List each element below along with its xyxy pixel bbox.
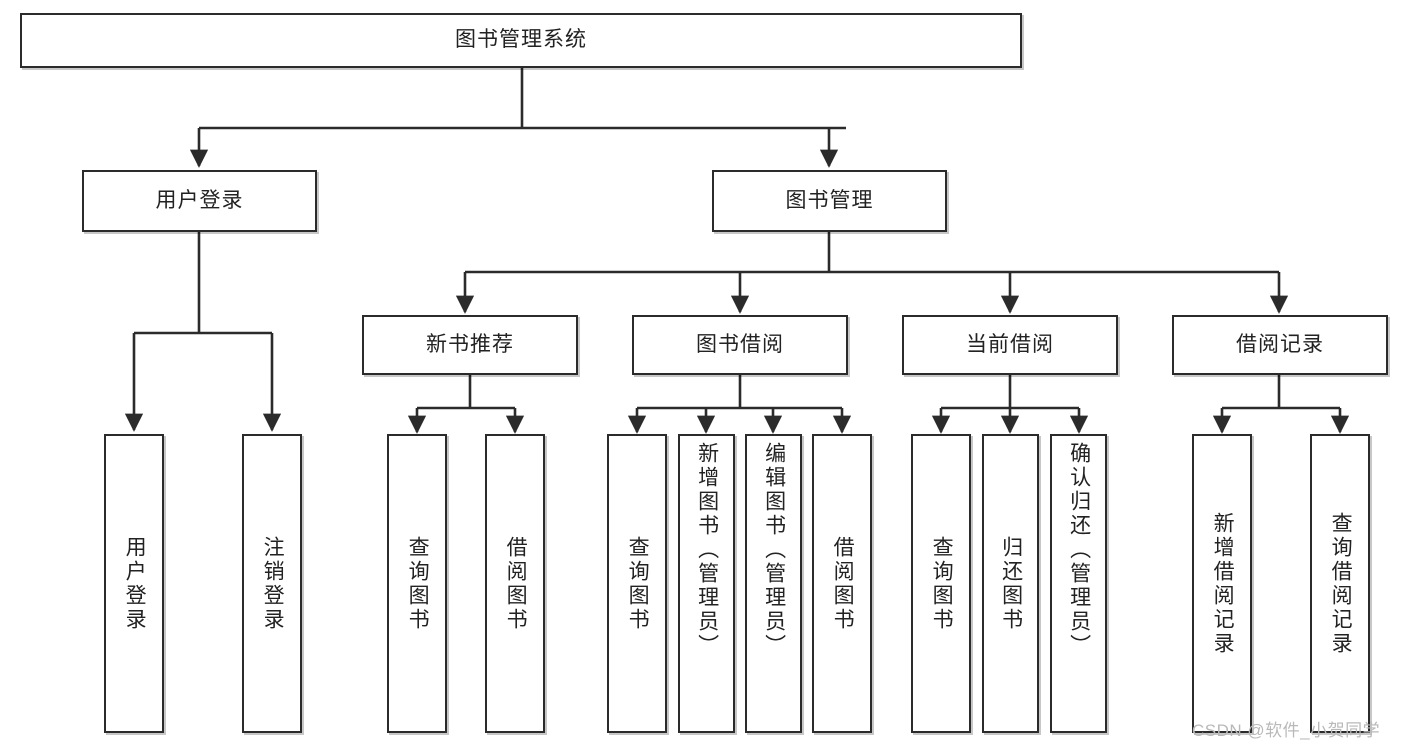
node-label: 查询图书 bbox=[406, 535, 430, 632]
node-label: 新书推荐 bbox=[426, 332, 514, 356]
node-leaf-query-borrow-record[interactable]: 查询借阅记录 bbox=[1310, 434, 1370, 733]
node-leaf-add-book[interactable]: 新增图书（管理员） bbox=[678, 434, 735, 733]
node-label: 用户登录 bbox=[123, 535, 147, 632]
node-label: 查询图书 bbox=[930, 535, 954, 632]
node-leaf-query-book-current[interactable]: 查询图书 bbox=[911, 434, 971, 733]
node-label: 用户登录 bbox=[155, 188, 244, 212]
node-label: 新增图书（管理员） bbox=[695, 442, 719, 658]
node-label: 借阅记录 bbox=[1236, 332, 1324, 356]
node-label: 归还图书 bbox=[999, 535, 1023, 632]
node-label: 借阅图书 bbox=[504, 535, 528, 632]
node-leaf-query-book-borrow[interactable]: 查询图书 bbox=[607, 434, 667, 733]
node-leaf-edit-book[interactable]: 编辑图书（管理员） bbox=[745, 434, 802, 733]
node-leaf-logout-login[interactable]: 注销登录 bbox=[242, 434, 302, 733]
node-label: 图书管理系统 bbox=[455, 28, 587, 52]
node-leaf-query-book-rec[interactable]: 查询图书 bbox=[387, 434, 447, 733]
node-label: 新增借阅记录 bbox=[1211, 511, 1235, 656]
node-label: 编辑图书（管理员） bbox=[762, 442, 786, 658]
node-leaf-confirm-return[interactable]: 确认归还（管理员） bbox=[1050, 434, 1107, 733]
node-label: 查询图书 bbox=[626, 535, 650, 632]
node-book-borrow[interactable]: 图书借阅 bbox=[632, 315, 848, 375]
node-label: 注销登录 bbox=[261, 535, 285, 632]
node-user-login[interactable]: 用户登录 bbox=[82, 170, 317, 232]
node-leaf-borrow-book[interactable]: 借阅图书 bbox=[812, 434, 872, 733]
node-leaf-borrow-book-rec[interactable]: 借阅图书 bbox=[485, 434, 545, 733]
node-borrow-record[interactable]: 借阅记录 bbox=[1172, 315, 1388, 375]
node-label: 借阅图书 bbox=[831, 535, 855, 632]
node-label: 确认归还（管理员） bbox=[1067, 442, 1091, 658]
node-label: 图书借阅 bbox=[696, 332, 784, 356]
node-current-borrow[interactable]: 当前借阅 bbox=[902, 315, 1118, 375]
node-book-management-system[interactable]: 图书管理系统 bbox=[20, 13, 1022, 68]
node-leaf-add-borrow-record[interactable]: 新增借阅记录 bbox=[1192, 434, 1252, 733]
node-label: 查询借阅记录 bbox=[1329, 511, 1353, 656]
node-label: 当前借阅 bbox=[966, 332, 1054, 356]
node-new-book-recommend[interactable]: 新书推荐 bbox=[362, 315, 578, 375]
node-book-manage[interactable]: 图书管理 bbox=[712, 170, 947, 232]
csdn-watermark: CSDN @软件_小贺同学 bbox=[1192, 721, 1381, 740]
node-label: 图书管理 bbox=[785, 188, 874, 212]
node-leaf-return-book[interactable]: 归还图书 bbox=[982, 434, 1039, 733]
node-leaf-user-login[interactable]: 用户登录 bbox=[104, 434, 164, 733]
